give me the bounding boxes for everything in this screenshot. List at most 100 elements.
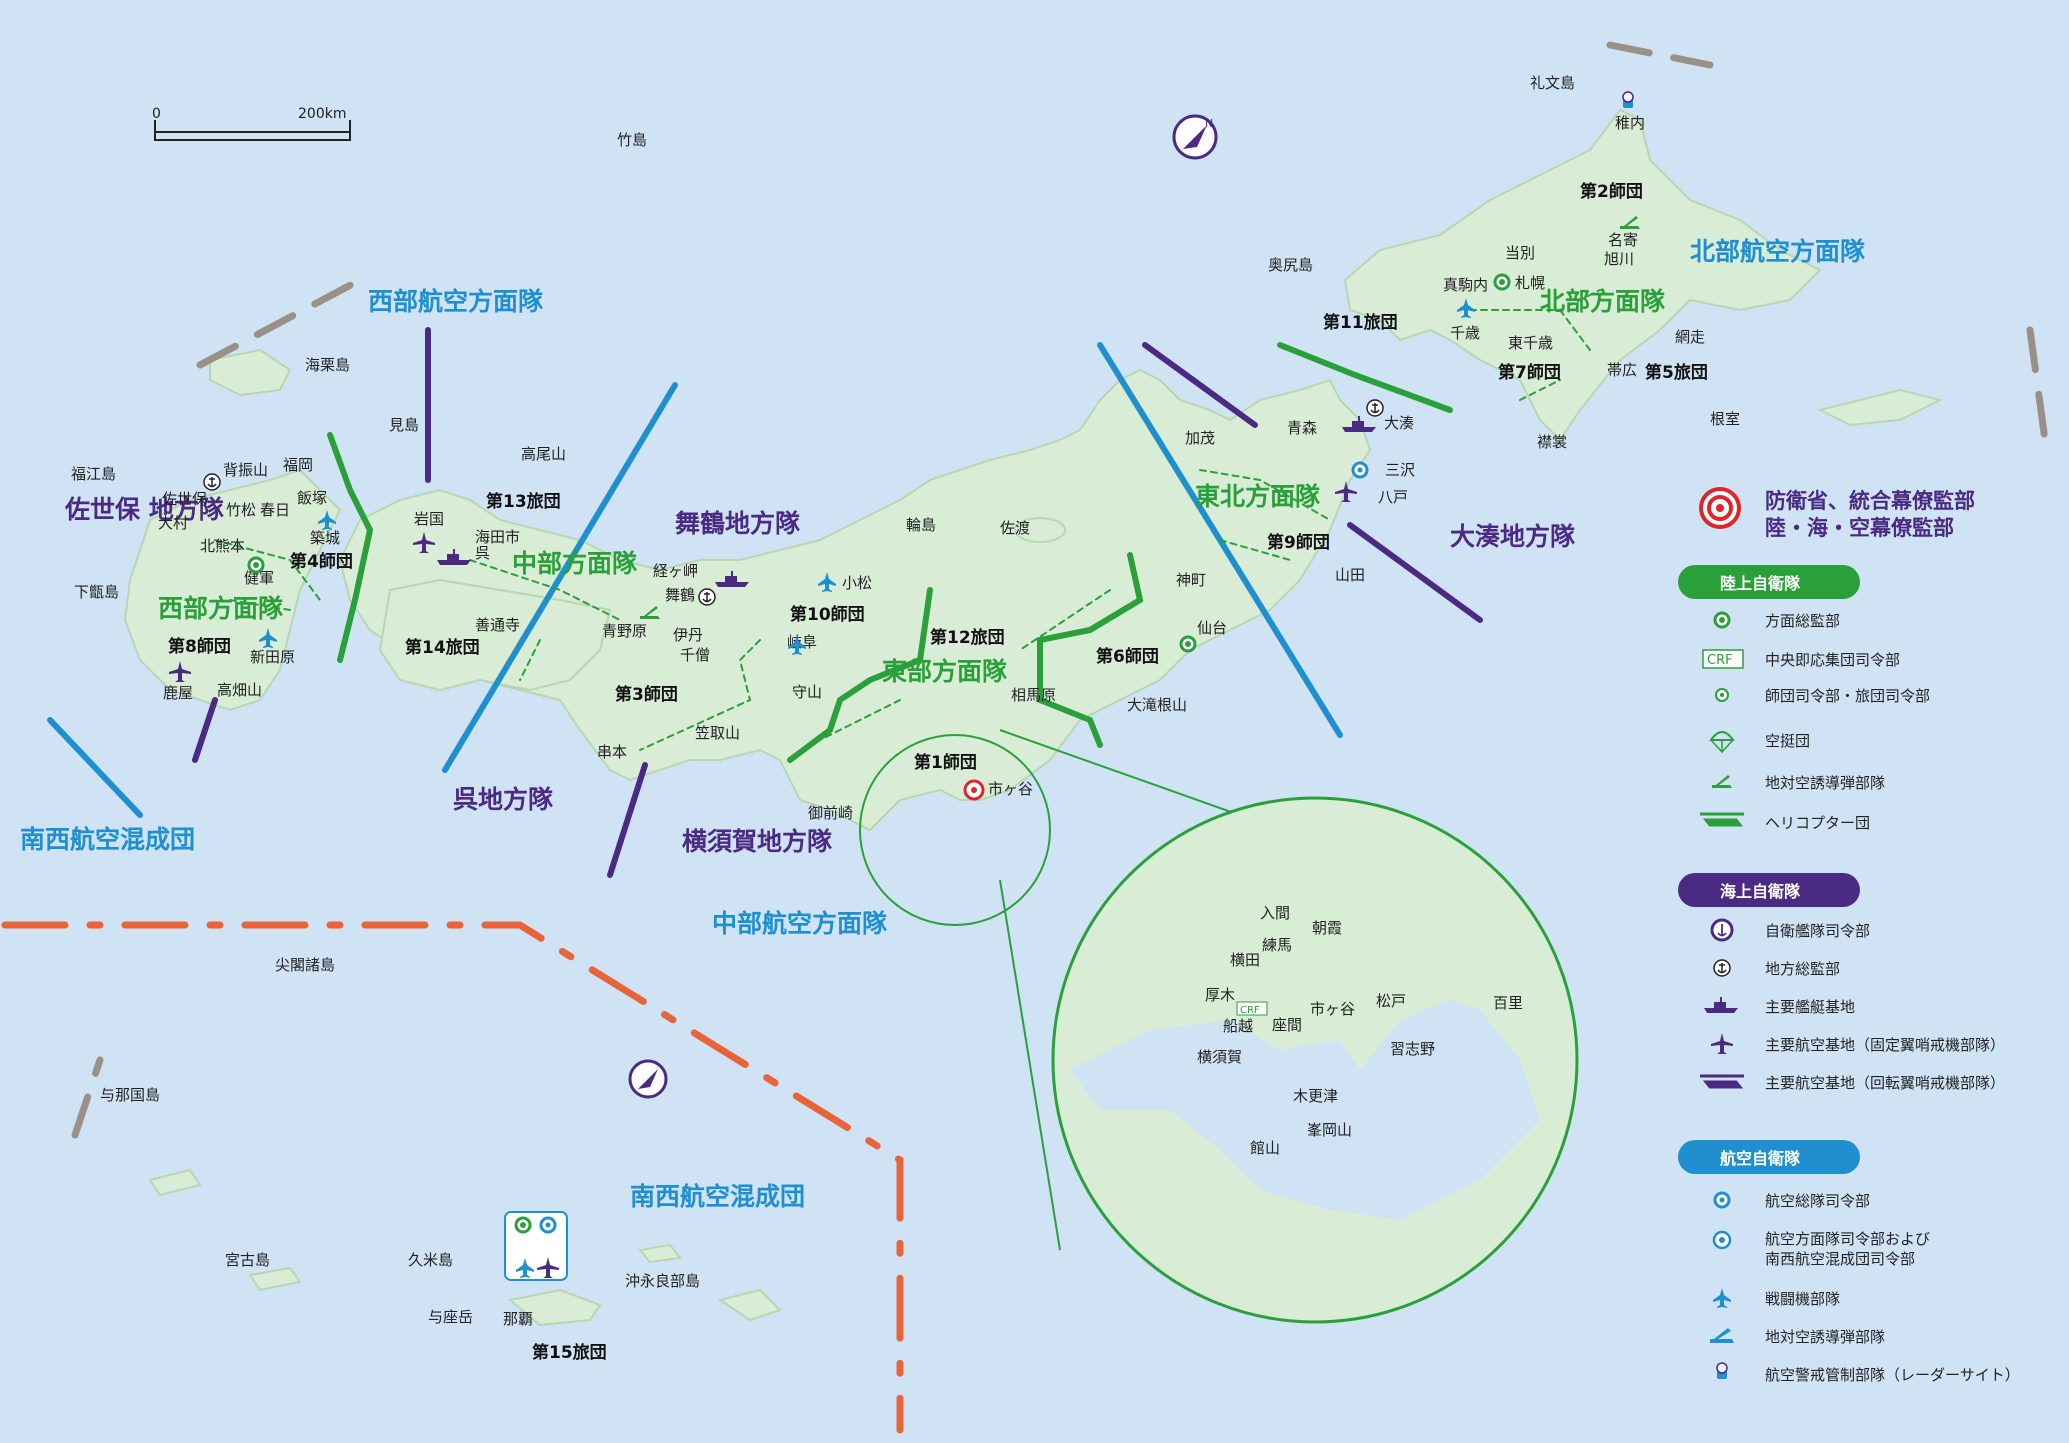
place-label: 千僧 xyxy=(680,646,710,664)
legend-item: 自衛艦隊司令部 xyxy=(1765,922,1870,940)
inset-place-label: 座間 xyxy=(1272,1016,1302,1034)
region-labels: 北部方面隊 東北方面隊 東部方面隊 中部方面隊 西部方面隊 大湊地方隊 舞鶴地方… xyxy=(20,237,1865,1211)
unit-label: 第14旅団 xyxy=(405,637,480,658)
region-northeast-army: 東北方面隊 xyxy=(1195,482,1320,511)
region-sasebo-navy: 佐世保 地方隊 xyxy=(64,495,224,524)
inset-place-label: 厚木 xyxy=(1205,986,1235,1004)
anchor-icon xyxy=(698,588,716,606)
place-label: 宮古島 xyxy=(225,1251,270,1269)
place-label: 健軍 xyxy=(244,569,274,587)
legend-item: 地方総監部 xyxy=(1765,960,1840,978)
unit-label: 第10師団 xyxy=(790,604,865,625)
legend-item: 方面総監部 xyxy=(1765,612,1840,630)
region-southwest-air: 南西航空混成団 xyxy=(20,825,195,854)
place-label: 佐渡 xyxy=(1000,519,1030,537)
place-label: 与座岳 xyxy=(428,1308,473,1326)
legend-item: 主要航空基地（回転翼哨戒機部隊） xyxy=(1765,1074,2005,1092)
region-north-air: 北部航空方面隊 xyxy=(1690,237,1865,266)
place-label: 笠取山 xyxy=(695,724,740,742)
scale-max: 200km xyxy=(298,106,346,122)
place-label: 舞鶴 xyxy=(665,586,695,604)
borders xyxy=(1,41,2049,1434)
place-label: 輪島 xyxy=(906,516,936,534)
unit-label: 第12旅団 xyxy=(930,627,1005,648)
place-label: 真駒内 xyxy=(1443,276,1488,294)
place-label: 春日 xyxy=(260,501,290,519)
place-label: 千歳 xyxy=(1450,324,1480,342)
compass-icon: N xyxy=(1172,114,1218,160)
place-label: 岩国 xyxy=(414,510,444,528)
legend-item: 航空方面隊司令部および xyxy=(1765,1230,1930,1248)
inset-place-label: 市ヶ谷 xyxy=(1310,1000,1355,1018)
place-label: 竹島 xyxy=(617,131,647,149)
legend-item: 中央即応集団司令部 xyxy=(1765,651,1900,669)
region-west-air: 西部航空方面隊 xyxy=(368,287,543,316)
place-label: 久米島 xyxy=(408,1251,453,1269)
place-label: 当別 xyxy=(1505,244,1535,262)
place-label: 岐阜 xyxy=(787,633,817,651)
region-middle-army: 中部方面隊 xyxy=(512,549,637,578)
place-label: 那覇 xyxy=(503,1310,533,1328)
place-label: 呉 xyxy=(475,544,490,562)
region-maizuru-navy: 舞鶴地方隊 xyxy=(675,509,800,538)
svg-text:N: N xyxy=(1205,117,1213,130)
place-label: 背振山 xyxy=(223,461,268,479)
unit-label: 第3師団 xyxy=(615,684,678,705)
inset-place-labels: 入間朝霞練馬横田厚木市ヶ谷松戸座間百里船越習志野横須賀木更津峯岡山館山CRF xyxy=(1197,904,1523,1157)
place-label: 北熊本 xyxy=(200,537,245,555)
legend-air-title: 航空自衛隊 xyxy=(1720,1149,1801,1168)
unit-label: 第11旅団 xyxy=(1323,312,1398,333)
anchor-icon xyxy=(203,473,221,491)
place-label: 善通寺 xyxy=(475,616,520,634)
legend-item: 南西航空混成団司令部 xyxy=(1765,1250,1915,1268)
place-label: 東千歳 xyxy=(1508,334,1553,352)
unit-label: 第8師団 xyxy=(168,636,231,657)
missile-launcher-icon xyxy=(1710,1328,1734,1343)
legend-item: ヘリコプター団 xyxy=(1765,814,1870,832)
inset-place-label: 百里 xyxy=(1493,994,1523,1012)
scale-bar: 0 200km xyxy=(152,106,351,141)
unit-label: 第7師団 xyxy=(1498,362,1561,383)
place-label: 佐世保 xyxy=(162,490,207,508)
region-middle-air: 中部航空方面隊 xyxy=(712,909,887,938)
land xyxy=(123,108,1943,1327)
legend-item: 地対空誘導弾部隊 xyxy=(1765,774,1885,792)
region-east-army: 東部方面隊 xyxy=(882,657,1007,686)
target-hq-icon xyxy=(1493,273,1511,291)
place-label: 海田市 xyxy=(475,528,520,546)
compass-icon xyxy=(628,1059,668,1099)
target-hq-icon xyxy=(1699,487,1741,529)
place-label: 鹿屋 xyxy=(163,684,193,702)
unit-label: 第15旅団 xyxy=(532,1342,607,1363)
place-label: 大滝根山 xyxy=(1127,696,1187,714)
radar-icon xyxy=(1622,91,1634,109)
legend-hq-line1: 防衛省、統合幕僚監部 xyxy=(1765,489,1975,513)
inset-place-label: 横須賀 xyxy=(1197,1048,1242,1066)
inset-place-label: 松戸 xyxy=(1376,992,1406,1010)
place-labels: 礼文島稚内名寄旭川当別札幌真駒内千歳東千歳帯広網走根室襟裳奥尻島青森大湊三沢八戸… xyxy=(71,74,1740,1328)
unit-label: 第5旅団 xyxy=(1645,362,1708,383)
region-yokosuka-navy: 横須賀地方隊 xyxy=(682,827,832,856)
legend-crf: CRF xyxy=(1707,653,1733,668)
place-label: 小松 xyxy=(842,574,872,592)
place-label: 市ヶ谷 xyxy=(988,780,1033,798)
legend-item: 主要艦艇基地 xyxy=(1765,998,1855,1016)
place-label: 帯広 xyxy=(1607,361,1637,379)
place-label: 伊丹 xyxy=(673,626,703,644)
region-north-army: 北部方面隊 xyxy=(1540,287,1665,316)
region-ominato-navy: 大湊地方隊 xyxy=(1450,522,1575,551)
legend-item: 地対空誘導弾部隊 xyxy=(1765,1328,1885,1346)
place-label: 八戸 xyxy=(1378,488,1408,506)
unit-label: 第4師団 xyxy=(290,551,353,572)
legend: 防衛省、統合幕僚監部 陸・海・空幕僚監部 陸上自衛隊 方面総監部 CRF 中央即… xyxy=(1678,487,2020,1384)
target-hq-icon xyxy=(1351,461,1369,479)
place-label: 三沢 xyxy=(1385,461,1415,479)
place-label: 奥尻島 xyxy=(1268,256,1313,274)
inset-place-label: 館山 xyxy=(1250,1139,1280,1157)
unit-label: 第1師団 xyxy=(914,752,977,773)
place-label: 経ヶ岬 xyxy=(653,562,698,580)
helicopter-icon xyxy=(1700,812,1744,827)
place-label: 相馬原 xyxy=(1011,686,1056,704)
